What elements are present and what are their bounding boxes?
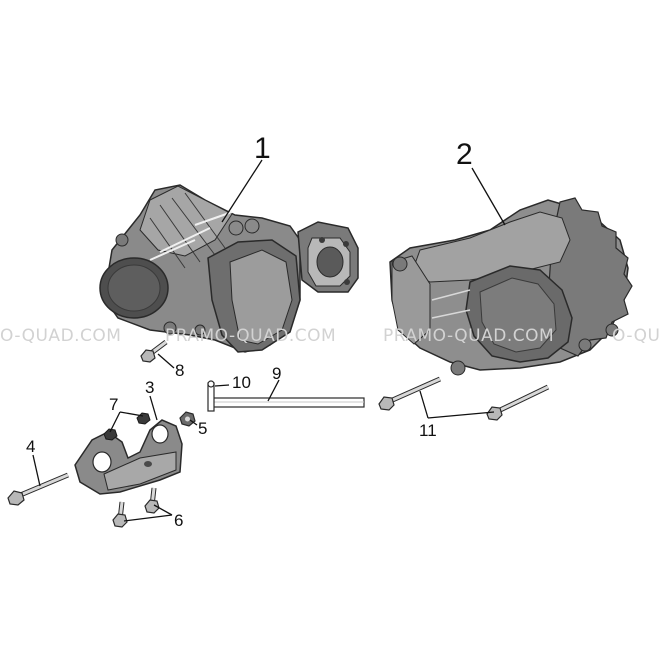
watermark-strip: O-QUAD.COM PRAMO-QUAD.COM PRAMO-QUAD.COM… xyxy=(0,326,660,346)
watermark-left: O-QUAD.COM xyxy=(0,326,121,346)
leader-9 xyxy=(267,379,280,402)
leader-6 xyxy=(123,504,173,522)
callout-3: 3 xyxy=(145,378,154,397)
leader-4 xyxy=(32,454,41,487)
part-10-pin xyxy=(207,380,215,412)
callout-labels: 1 2 3 4 5 6 7 8 9 10 11 xyxy=(26,132,473,530)
part-1-gear-housing xyxy=(99,184,359,353)
part-9-shaft xyxy=(211,397,365,408)
leader-2 xyxy=(471,167,506,226)
callout-6: 6 xyxy=(174,511,183,530)
callout-2: 2 xyxy=(456,138,473,171)
callout-7: 7 xyxy=(109,395,118,414)
callout-8: 8 xyxy=(175,361,184,380)
callout-4: 4 xyxy=(26,437,35,456)
callout-5: 5 xyxy=(198,419,207,438)
leader-3 xyxy=(149,395,158,421)
leader-10 xyxy=(214,384,230,387)
part-7-small-nuts xyxy=(103,412,151,441)
part-4-long-bolt xyxy=(7,472,69,506)
watermark-center: PRAMO-QUAD.COM xyxy=(165,326,336,346)
part-3-mounting-bracket xyxy=(74,419,183,495)
watermark-edge: O-QU xyxy=(612,326,660,346)
part-6-short-bolts xyxy=(112,487,160,528)
part-11-long-bolts xyxy=(378,376,550,421)
leader-5 xyxy=(189,419,198,426)
callout-10: 10 xyxy=(232,373,251,392)
callout-9: 9 xyxy=(272,364,281,383)
leader-8 xyxy=(157,353,175,369)
leader-7 xyxy=(109,411,144,433)
callout-1: 1 xyxy=(254,132,271,165)
leader-11 xyxy=(419,390,495,419)
part-8-bolt xyxy=(140,340,168,363)
watermark-right: PRAMO-QUAD.COM xyxy=(383,326,554,346)
callout-11: 11 xyxy=(419,421,437,440)
part-5-nut xyxy=(179,411,196,427)
part-2-cover-housing xyxy=(389,197,633,376)
leader-lines xyxy=(32,159,506,522)
leader-1 xyxy=(221,159,263,223)
